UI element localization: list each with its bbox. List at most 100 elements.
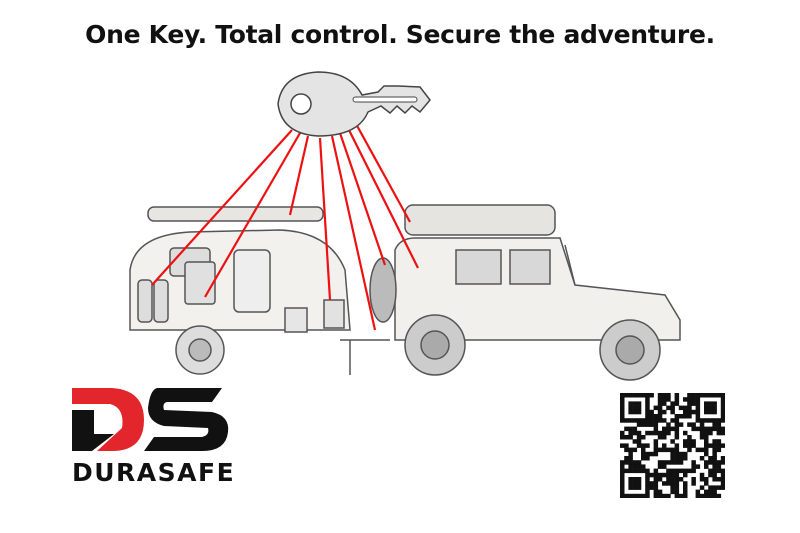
qr-module (620, 464, 625, 469)
qr-module (649, 418, 654, 423)
qr-module (699, 418, 705, 423)
qr-module (666, 468, 671, 474)
qr-module (720, 485, 725, 490)
qr-module (662, 430, 667, 436)
qr-module (716, 493, 722, 498)
qr-module (691, 464, 696, 469)
qr-module (641, 435, 646, 440)
qr-module (720, 468, 725, 474)
qr-module (712, 409, 717, 415)
qr-module (712, 472, 717, 478)
qr-module (657, 405, 663, 411)
qr-module (628, 435, 633, 440)
qr-module (653, 443, 659, 448)
qr-module (620, 472, 625, 478)
qr-module (649, 393, 654, 398)
qr-module (716, 443, 722, 448)
qr-module (649, 472, 654, 478)
qr-module (662, 481, 667, 486)
qr-module (666, 481, 671, 486)
qr-module (678, 493, 684, 498)
qr-module (628, 468, 633, 474)
qr-module (674, 414, 680, 419)
qr-code-icon[interactable] (620, 393, 725, 498)
qr-module (628, 447, 633, 453)
qr-module (691, 426, 696, 432)
qr-module (624, 447, 629, 453)
qr-module (712, 456, 717, 461)
qr-module (666, 472, 671, 478)
qr-module (649, 409, 654, 415)
qr-module (704, 464, 709, 469)
qr-module (691, 393, 696, 398)
brand-name: DURASAFE (72, 458, 236, 487)
qr-module (653, 439, 659, 444)
qr-module (674, 468, 680, 474)
qr-module (678, 422, 684, 427)
qr-module (683, 443, 688, 448)
qr-module (683, 439, 688, 444)
qr-module (720, 414, 725, 419)
qr-module (699, 430, 705, 436)
qr-module (624, 435, 629, 440)
qr-module (670, 451, 675, 457)
qr-module (657, 477, 663, 482)
qr-module (712, 439, 717, 444)
key-icon (277, 71, 431, 137)
qr-module (691, 401, 696, 406)
qr-module (632, 426, 638, 432)
qr-module (708, 493, 713, 498)
qr-module (620, 430, 625, 436)
qr-module (636, 422, 642, 427)
qr-module (691, 481, 696, 486)
qr-module (674, 481, 680, 486)
qr-module (683, 430, 688, 436)
qr-module (620, 393, 625, 398)
qr-module (716, 464, 722, 469)
qr-module (712, 418, 717, 423)
qr-module (674, 397, 680, 402)
qr-module (645, 481, 650, 486)
qr-module (704, 405, 709, 411)
qr-module (720, 477, 725, 482)
qr-module (674, 418, 680, 423)
qr-module (683, 468, 688, 474)
qr-module (666, 477, 671, 482)
qr-module (691, 397, 696, 402)
qr-module (674, 489, 680, 495)
qr-module (716, 418, 722, 423)
qr-module (720, 443, 725, 448)
qr-module (666, 460, 671, 465)
qr-module (657, 472, 663, 478)
qr-module (720, 409, 725, 415)
qr-module (674, 477, 680, 482)
qr-module (670, 481, 675, 486)
qr-module (653, 481, 659, 486)
qr-module (716, 468, 722, 474)
qr-module (716, 393, 722, 398)
qr-module (653, 451, 659, 457)
qr-module (704, 451, 709, 457)
qr-module (636, 435, 642, 440)
qr-module (720, 405, 725, 411)
qr-module (712, 489, 717, 495)
qr-module (691, 477, 696, 482)
qr-module (620, 468, 625, 474)
qr-module (699, 472, 705, 478)
qr-module (670, 401, 675, 406)
qr-module (624, 460, 629, 465)
qr-module (636, 401, 642, 406)
qr-module (695, 409, 701, 415)
qr-module (670, 472, 675, 478)
qr-module (628, 493, 633, 498)
qr-module (636, 393, 642, 398)
qr-module (645, 477, 650, 482)
qr-module (657, 435, 663, 440)
qr-module (624, 468, 629, 474)
qr-module (712, 451, 717, 457)
qr-module (704, 418, 709, 423)
qr-module (645, 472, 650, 478)
qr-module (683, 485, 688, 490)
qr-module (699, 435, 705, 440)
